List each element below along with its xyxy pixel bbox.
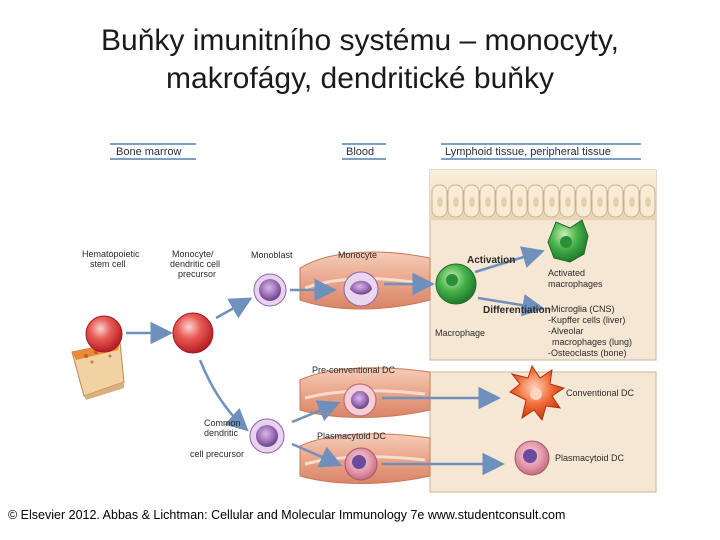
plasmacytoid-dc-blood-cell [344, 447, 378, 481]
lineage-arrows [126, 246, 545, 476]
arrow-cdp-to-pdc [291, 442, 343, 468]
differentiation-label: Differentiation [483, 305, 551, 316]
activated-macrophage-cell [547, 219, 589, 263]
diff-item-microglia: -Microglia (CNS) [548, 304, 615, 314]
macrophage-cell [435, 263, 477, 305]
monoblast-cell [253, 273, 287, 307]
svg-text:Monocyte/: Monocyte/ [172, 249, 214, 259]
diff-item-kupffer: -Kupffer cells (liver) [548, 315, 625, 325]
header-bone-marrow: Bone marrow [110, 143, 196, 160]
pre-conventional-dc-cell [343, 383, 377, 417]
svg-text:dendritic: dendritic [204, 428, 239, 438]
arrow-mdp-to-cdp [198, 359, 249, 432]
header-blood: Blood [342, 143, 386, 160]
conventional-dc-cell [509, 364, 566, 422]
mdp-label: Monocyte/ dendritic cell precursor [170, 249, 220, 279]
svg-text:stem cell: stem cell [90, 259, 126, 269]
svg-text:Common: Common [204, 418, 241, 428]
diff-item-alveolar-lung: macrophages (lung) [552, 337, 632, 347]
macrophage-label: Macrophage [435, 328, 485, 338]
header-tissue: Lymphoid tissue, peripheral tissue [441, 143, 641, 160]
activated-macrophages-label: Activated macrophages [548, 268, 603, 289]
monocyte-label: Monocyte [338, 250, 377, 260]
slide-title: Buňky imunitního systému – monocyty, mak… [0, 22, 720, 98]
header-blood-label: Blood [346, 146, 374, 158]
arrow-mdp-to-monoblast [215, 297, 253, 320]
arrow-differentiation [477, 294, 545, 317]
monocyte-cell [343, 271, 379, 307]
diff-item-osteoclasts: -Osteoclasts (bone) [548, 348, 627, 358]
arrow-cdp-to-precdc [291, 400, 341, 424]
differentiated-macrophage-list: -Microglia (CNS) -Kupffer cells (liver) … [548, 304, 632, 358]
monoblast-label: Monoblast [251, 250, 293, 260]
svg-text:Activated: Activated [548, 268, 585, 278]
title-line-2: makrofágy, dendritické buňky [166, 62, 554, 95]
diff-item-alveolar: -Alveolar [548, 326, 584, 336]
svg-text:Hematopoietic: Hematopoietic [82, 249, 140, 259]
pdc-tissue-label: Plasmacytoid DC [555, 453, 625, 463]
common-dc-precursor-cell [249, 418, 285, 454]
header-tissue-label: Lymphoid tissue, peripheral tissue [445, 146, 611, 158]
monocyte-dc-precursor-cell [172, 312, 214, 354]
title-line-1: Buňky imunitního systému – monocyty, [101, 24, 619, 57]
svg-text:macrophages: macrophages [548, 279, 603, 289]
header-bone-marrow-label: Bone marrow [116, 146, 181, 158]
copyright-footer: © Elsevier 2012. Abbas & Lichtman: Cellu… [8, 508, 566, 522]
hematopoietic-stem-cell [85, 315, 123, 353]
svg-text:precursor: precursor [178, 269, 216, 279]
arrow-activation [474, 246, 545, 274]
svg-text:dendritic cell: dendritic cell [170, 259, 220, 269]
activation-label: Activation [467, 255, 515, 266]
hsc-label: Hematopoietic stem cell [82, 249, 140, 269]
cdp-label: Common dendritic cell precursor [190, 418, 244, 459]
tissue-panel-macrophage [429, 169, 657, 361]
pdc-blood-label: Plasmacytoid DC [317, 431, 387, 441]
pre-cdc-label: Pre-conventional DC [312, 365, 396, 375]
plasmacytoid-dc-tissue-cell [514, 440, 550, 476]
epithelium-cells [431, 184, 656, 218]
conventional-dc-label: Conventional DC [566, 388, 635, 398]
svg-text:cell precursor: cell precursor [190, 449, 244, 459]
